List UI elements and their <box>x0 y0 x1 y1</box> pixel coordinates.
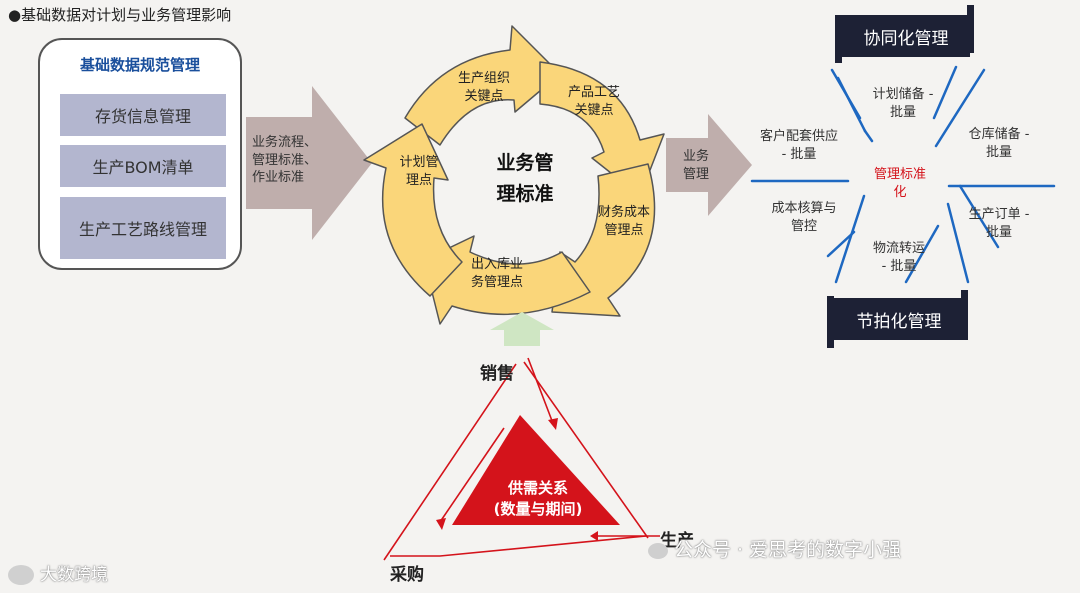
wechat-icon <box>648 542 668 559</box>
scroll-tag-icon <box>835 15 842 63</box>
hex-label-warehouse-reserve: 仓库储备 - 批量 <box>968 127 1030 160</box>
watermark-brand-text: 大数跨境 <box>40 565 108 585</box>
cycle-segment-warehouse: 出入库业 务管理点 <box>470 257 523 290</box>
cycle-arrow-icon <box>539 61 665 197</box>
base-data-box: 基础数据规范管理 存货信息管理 生产BOM清单 生产工艺路线管理 <box>38 38 242 270</box>
triangle-vertex-production: 生产 <box>660 531 694 551</box>
triangle-center-label: 供需关系 (数量与期间) <box>493 479 583 518</box>
cycle-segment-finance-cost: 财务成本 管理点 <box>597 205 650 238</box>
cycle-center-label: 业务管 理标准 <box>496 152 554 206</box>
hex-label-production-order: 生产订单 - 批量 <box>968 207 1030 240</box>
cycle-arrow-icon <box>423 235 591 325</box>
base-data-item-inventory: 存货信息管理 <box>60 94 226 136</box>
hex-label-plan-reserve: 计划储备 - 批量 <box>872 87 934 120</box>
cycle-segment-planning: 计划管 理点 <box>399 155 439 188</box>
hex-label-customer-supply: 客户配套供应 - 批量 <box>759 129 838 162</box>
page-title: ●基础数据对计划与业务管理影响 <box>8 6 232 24</box>
right-gray-block-arrow-icon <box>666 114 752 216</box>
watermark-wechat-text: 公众号 · 爱思考的数字小强 <box>674 539 902 561</box>
base-data-item-bom: 生产BOM清单 <box>60 145 226 187</box>
cycle-arrow-icon <box>363 123 463 297</box>
right-arrow-text: 业务 管理 <box>682 149 709 182</box>
hex-label-logistics: 物流转运 - 批量 <box>872 241 925 274</box>
cycle-ring <box>363 25 665 325</box>
left-gray-block-arrow-icon <box>246 86 372 240</box>
left-arrow-text: 业务流程、 管理标准、 作业标准 <box>252 135 318 186</box>
watermark-brand: 大数跨境 <box>8 560 108 585</box>
tag-rhythm-management: 节拍化管理 <box>834 298 964 340</box>
up-arrow-icon <box>490 312 554 346</box>
cycle-segment-product-process: 产品工艺 关键点 <box>567 85 620 118</box>
scroll-tag-icon <box>967 5 974 53</box>
base-data-box-title: 基础数据规范管理 <box>79 56 200 74</box>
triangle-vertex-sales: 销售 <box>480 364 514 384</box>
tag-collaborative-management: 协同化管理 <box>842 15 970 57</box>
watermark-wechat: 公众号 · 爱思考的数字小强 <box>648 535 901 562</box>
hexagon-lines <box>750 65 1056 284</box>
base-data-item-routing: 生产工艺路线管理 <box>60 197 226 259</box>
triangle-vertex-purchase: 采购 <box>390 565 424 585</box>
weibo-icon <box>8 565 34 585</box>
hex-label-cost-accounting: 成本核算与 管控 <box>771 201 837 234</box>
supply-demand-triangle <box>383 357 660 561</box>
hex-center-label: 管理标准 化 <box>873 167 926 200</box>
cycle-segment-production-org: 生产组织 关键点 <box>457 71 510 104</box>
scroll-tag-icon <box>961 290 968 340</box>
cycle-arrow-icon <box>404 25 561 146</box>
scroll-tag-icon <box>827 296 834 348</box>
